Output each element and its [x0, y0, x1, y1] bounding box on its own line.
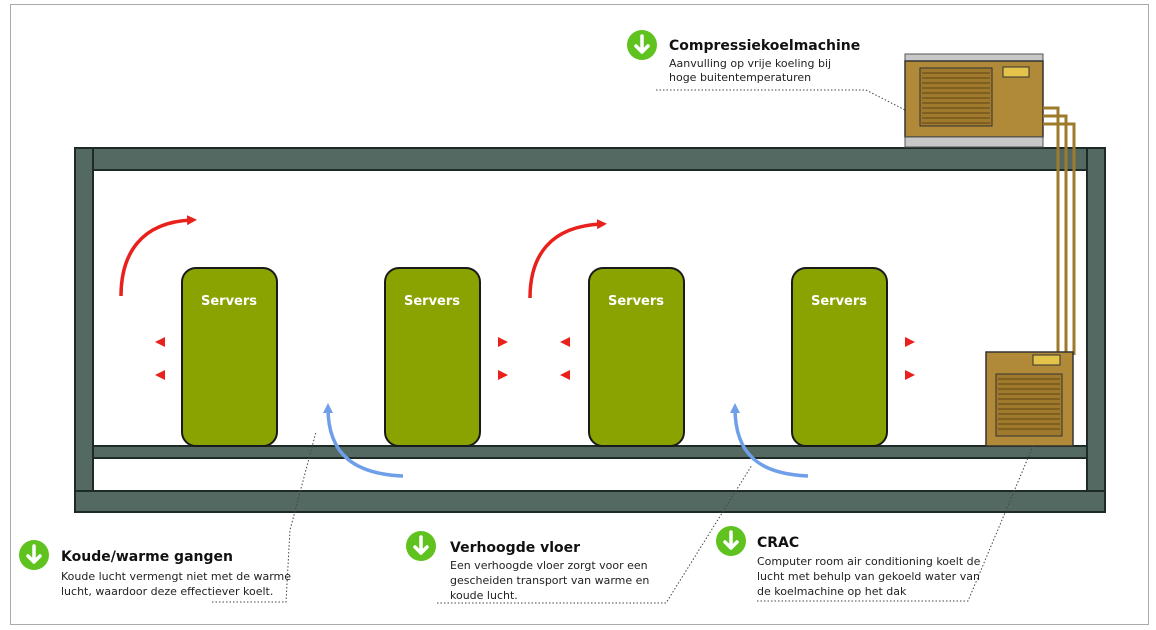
cooling-pipes: [1043, 106, 1076, 355]
callout-line: Een verhoogde vloer zorgt voor een: [450, 559, 648, 572]
left-wall: [74, 147, 94, 513]
callout-line: gescheiden transport van warme en: [450, 574, 649, 587]
hot-air-arrow: [528, 219, 607, 299]
server-rack: Servers: [791, 267, 888, 447]
callout-title: CRAC: [757, 535, 799, 551]
leader-lines: [212, 89, 1034, 604]
chiller-top-plate: [904, 53, 1044, 62]
crac-unit: [985, 351, 1074, 447]
hot-air-arrow: [119, 215, 197, 297]
crac-grille-slats: [998, 378, 1060, 430]
cold-air-arrow: [323, 403, 404, 478]
raised-floor: [92, 445, 1088, 459]
callout-title: Koude/warme gangen: [61, 549, 233, 565]
server-label: Servers: [201, 294, 257, 309]
chiller-base: [904, 136, 1044, 148]
callout-line: de koelmachine op het dak: [757, 585, 907, 598]
roof-beam: [74, 147, 1106, 171]
crac-badge-icon: [716, 526, 746, 556]
image-border: [10, 4, 1149, 625]
callout-line: Koude lucht vermengt niet met de warme: [61, 570, 291, 583]
cold-air-arrow: [730, 403, 809, 478]
callout-line: hoge buitentemperaturen: [669, 71, 811, 84]
leader-line: [656, 89, 906, 111]
server-rack: Servers: [588, 267, 685, 447]
callout-line: lucht met behulp van gekoeld water van: [757, 570, 980, 583]
compressiekoelmachine-unit: [904, 53, 1044, 148]
callout-vloer: Verhoogde vloer Een verhoogde vloer zorg…: [450, 540, 649, 602]
callout-gangen: Koude/warme gangen Koude lucht vermengt …: [61, 549, 291, 598]
chiller-grille-slats: [922, 72, 990, 124]
leader-line: [212, 431, 317, 603]
server-label: Servers: [404, 294, 460, 309]
base-floor: [74, 490, 1106, 513]
server-label: Servers: [608, 294, 664, 309]
callout-line: koude lucht.: [450, 589, 518, 602]
server-rack: Servers: [181, 267, 278, 447]
crac-grille: [995, 373, 1063, 437]
callout-title: Verhoogde vloer: [450, 540, 580, 556]
building-frame: [74, 147, 1106, 513]
server-rack: Servers: [384, 267, 481, 447]
airflow-arrows-left: [155, 337, 712, 380]
callout-compressiekoelmachine: Compressiekoelmachine Aanvulling op vrij…: [669, 38, 860, 84]
compressiekoelmachine-badge-icon: [627, 30, 657, 60]
callout-line: lucht, waardoor deze effectiever koelt.: [61, 585, 273, 598]
leader-line: [757, 445, 1034, 602]
airflow-arrows-right: [357, 337, 915, 380]
chiller-panel: [1002, 66, 1030, 78]
chiller-grille: [919, 67, 993, 127]
callout-line: Aanvulling op vrije koeling bij: [669, 57, 831, 70]
gangen-badge-icon: [19, 540, 49, 570]
right-wall: [1086, 147, 1106, 513]
crac-panel: [1032, 354, 1061, 366]
vloer-badge-icon: [406, 531, 436, 561]
callout-line: Computer room air conditioning koelt de: [757, 555, 981, 568]
callout-crac: CRAC Computer room air conditioning koel…: [757, 535, 981, 598]
callout-title: Compressiekoelmachine: [669, 38, 860, 54]
server-label: Servers: [811, 294, 867, 309]
leader-line: [437, 464, 753, 604]
